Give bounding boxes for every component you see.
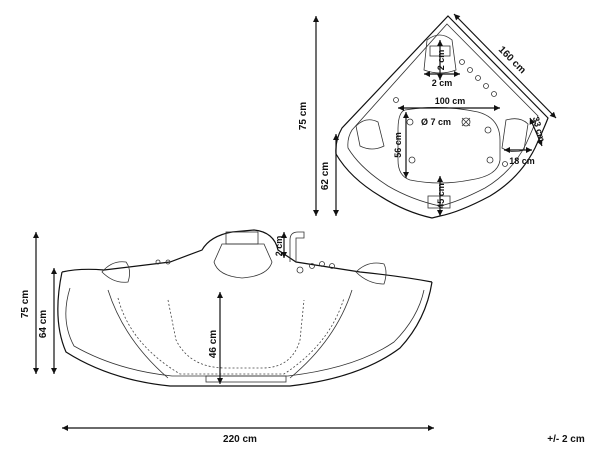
- dim-top-height: 75 cm: [298, 102, 309, 130]
- front-view: 75 cm 64 cm 46 cm 2 cm 220 cm +/- 2 cm: [20, 229, 585, 445]
- drain-icon: [461, 117, 471, 127]
- front-pillow-left: [101, 261, 130, 283]
- dim-basin-width: 100 cm: [435, 96, 466, 106]
- top-jets: [393, 59, 508, 167]
- dim-interior-depth: 46 cm: [208, 330, 219, 358]
- front-skirt-left: [107, 289, 169, 379]
- front-headrest: [213, 243, 273, 279]
- top-seat-right: [501, 118, 529, 152]
- top-seat-left: [355, 119, 385, 150]
- front-body-inner: [65, 287, 425, 377]
- dim-front-depth: 45 cm: [436, 183, 446, 209]
- front-body: [57, 271, 433, 387]
- top-view: 75 cm 62 cm 160 cm 2 cm 2 cm 100 cm Ø 7 …: [298, 13, 557, 219]
- dim-seat-depth: 33 cm: [531, 116, 547, 143]
- front-controls: [155, 259, 335, 274]
- dim-front-rim: 64 cm: [38, 310, 49, 338]
- front-basin-dashed: [117, 297, 345, 375]
- dim-headrest-horizontal: 2 cm: [432, 78, 453, 88]
- dim-front-height: 75 cm: [20, 290, 31, 318]
- dim-seat-width: 18 cm: [509, 156, 535, 166]
- front-pillow-right: [355, 262, 387, 285]
- faucet-icon: [289, 231, 305, 262]
- front-headrest-pad: [225, 231, 259, 245]
- dim-drain: Ø 7 cm: [421, 117, 451, 127]
- front-light-strip: [205, 375, 287, 383]
- dim-front-width: 220 cm: [223, 434, 257, 445]
- dim-headrest-vertical: 2 cm: [436, 50, 446, 71]
- dim-faucet: 2 cm: [274, 236, 284, 257]
- tolerance-note: +/- 2 cm: [547, 434, 585, 445]
- dim-diagonal: 160 cm: [496, 44, 528, 76]
- front-rim: [61, 229, 433, 283]
- dim-top-inner: 62 cm: [320, 162, 331, 190]
- dim-line-diagonal: [453, 13, 557, 119]
- dim-line-seat-depth: [529, 117, 543, 147]
- dim-basin-depth: 56 cm: [393, 132, 403, 158]
- front-skirt-right: [289, 289, 353, 379]
- front-basin-dashed-inner: [167, 299, 305, 369]
